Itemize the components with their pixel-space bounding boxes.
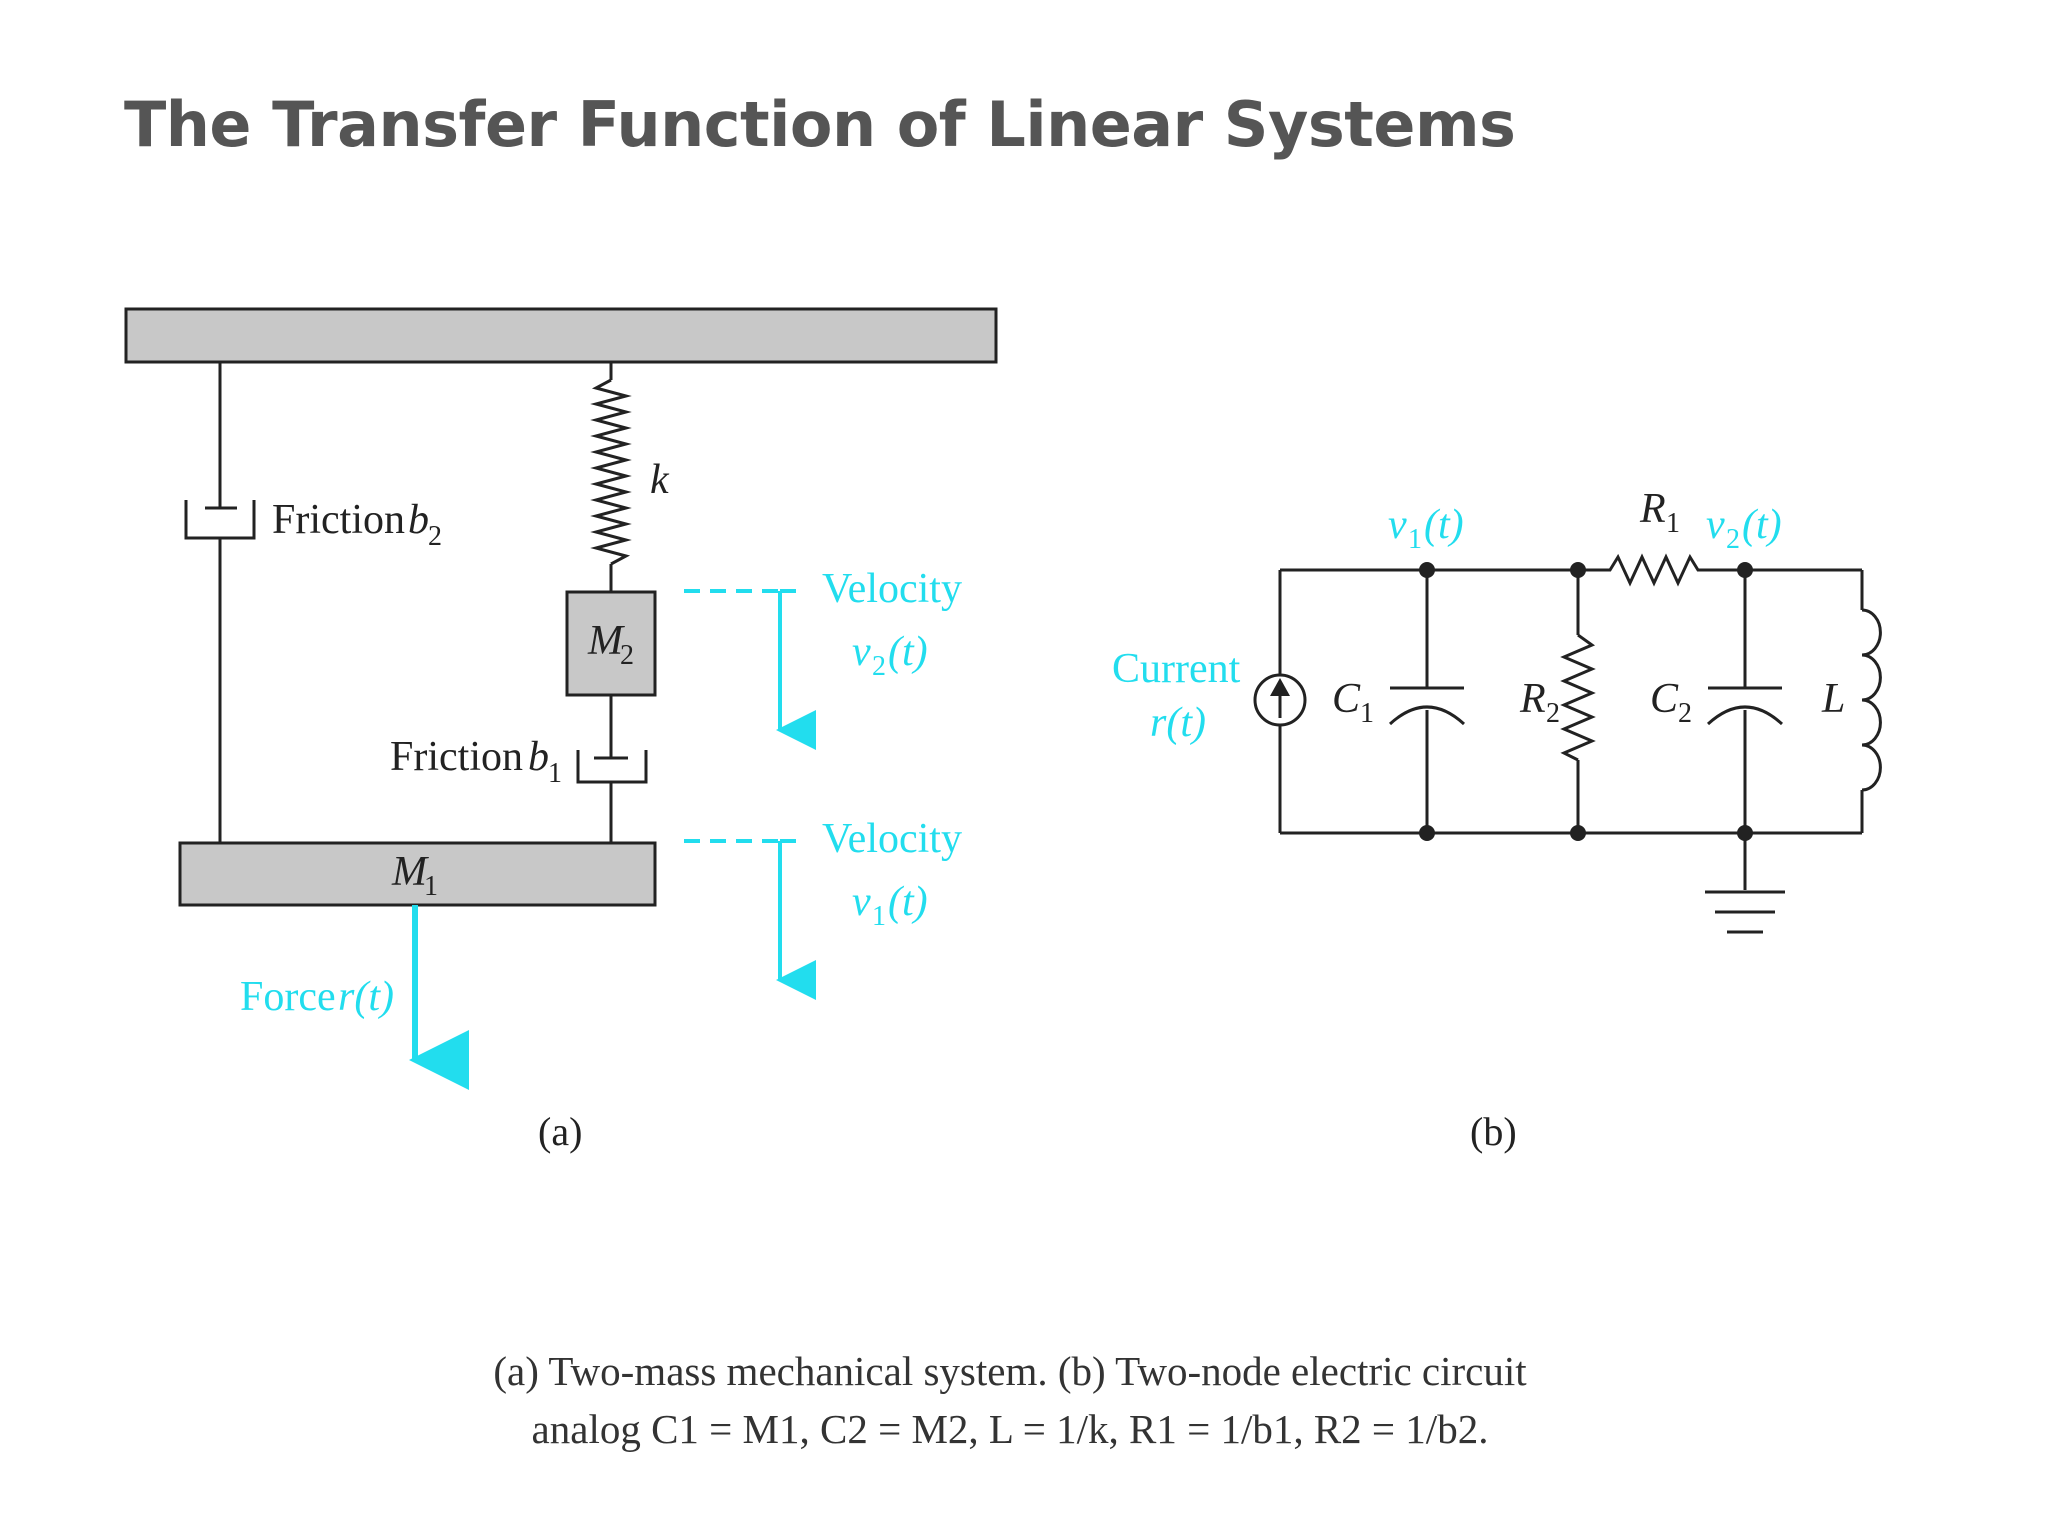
mass-m1-label: M <box>391 849 429 895</box>
circuit-wires <box>1278 568 1864 890</box>
c2-label: C <box>1650 676 1679 722</box>
b2-var: b <box>408 497 429 543</box>
b1-var: b <box>528 734 549 780</box>
capacitor-c1 <box>1388 686 1466 726</box>
current-source <box>1253 673 1307 727</box>
mass-m1 <box>178 841 657 907</box>
capacitor-c2 <box>1706 686 1784 726</box>
force-var: r(t) <box>338 974 394 1020</box>
resistor-r1 <box>1578 553 1710 587</box>
caption-line-1: (a) Two-mass mechanical system. (b) Two-… <box>493 1348 1527 1394</box>
velocity-v2-label: Velocity <box>822 566 962 612</box>
velocity-v2-arg: (t) <box>888 629 928 675</box>
electric-circuit: Current r(t) C 1 R 2 R 1 C 2 L <box>1112 486 1882 1154</box>
r2-sub: 2 <box>1546 698 1560 729</box>
velocity-v2-sub: 2 <box>872 651 886 682</box>
velocity-v1-sub: 1 <box>872 901 886 932</box>
friction-b2-label: Friction <box>272 497 405 543</box>
slide-title: The Transfer Function of Linear Systems <box>124 88 1516 161</box>
ceiling-bar <box>124 307 998 364</box>
inductor-l <box>1861 608 1882 792</box>
velocity-v2-var: v <box>852 629 871 675</box>
node-v1-var: v <box>1388 502 1407 548</box>
r1-sub: 1 <box>1666 508 1680 539</box>
c2-sub: 2 <box>1678 698 1692 729</box>
node-v2-sub: 2 <box>1726 524 1740 555</box>
panel-a-label: (a) <box>538 1109 582 1154</box>
mass-m2-label: M <box>587 618 625 664</box>
mass-m2 <box>565 590 657 697</box>
current-var: r(t) <box>1150 700 1206 746</box>
current-label: Current <box>1112 646 1241 692</box>
node-v2-var: v <box>1706 502 1725 548</box>
node-v1-arg: (t) <box>1424 502 1464 548</box>
c1-label: C <box>1332 676 1361 722</box>
force-label: Force <box>240 974 336 1020</box>
spring-k <box>590 362 632 592</box>
figure-caption: (a) Two-mass mechanical system. (b) Two-… <box>300 1342 1720 1458</box>
velocity-v2-indicator <box>684 589 816 750</box>
mechanical-system: Friction b 2 k M 2 Friction b 1 M 1 Forc… <box>124 307 998 1154</box>
r1-label: R <box>1639 486 1666 532</box>
velocity-v1-label: Velocity <box>822 816 962 862</box>
caption-line-2: analog C1 = M1, C2 = M2, L = 1/k, R1 = 1… <box>531 1406 1489 1452</box>
damper-b1 <box>576 695 648 843</box>
b2-sub: 2 <box>428 521 442 552</box>
b1-sub: 1 <box>548 758 562 789</box>
panel-b-label: (b) <box>1470 1109 1517 1154</box>
damper-b2 <box>184 362 256 843</box>
resistor-r2 <box>1560 633 1596 762</box>
node-v2-arg: (t) <box>1742 502 1782 548</box>
node-v1-sub: 1 <box>1408 524 1422 555</box>
junction-dots <box>1419 562 1753 841</box>
spring-k-label: k <box>650 457 670 503</box>
velocity-v1-arg: (t) <box>888 879 928 925</box>
inductor-label: L <box>1821 676 1845 722</box>
mass-m2-sub: 2 <box>620 640 634 671</box>
r2-label: R <box>1519 676 1546 722</box>
velocity-v1-var: v <box>852 879 871 925</box>
velocity-v1-indicator <box>684 839 816 1000</box>
friction-b1-label: Friction <box>390 734 523 780</box>
ground-symbol <box>1705 890 1785 934</box>
c1-sub: 1 <box>1360 698 1374 729</box>
mass-m1-sub: 1 <box>424 871 438 902</box>
